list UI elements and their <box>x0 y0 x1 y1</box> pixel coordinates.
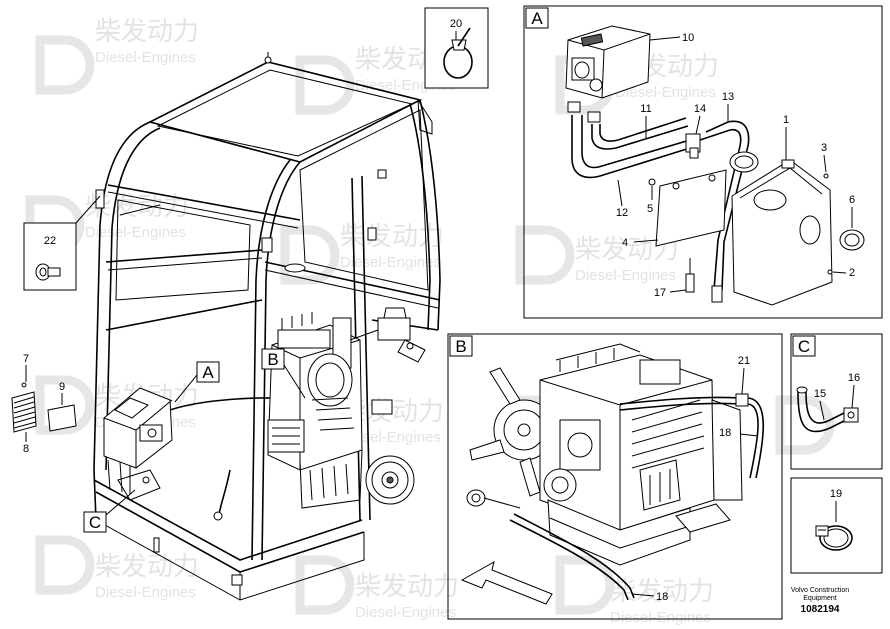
watermark-cn: 柴发动力 <box>355 571 459 601</box>
part-number: 6 <box>849 194 855 206</box>
watermark-en: Diesel-Engines <box>340 429 441 446</box>
part-number: 16 <box>848 372 860 384</box>
engine-detail-illustration <box>466 343 743 566</box>
part-number: 7 <box>23 353 29 365</box>
part-number: 3 <box>821 142 827 154</box>
watermark-logo-icon <box>25 35 835 615</box>
detail-B-letter: B <box>455 337 466 356</box>
watermark-cn: 柴发动力 <box>95 16 199 46</box>
part-number: 4 <box>622 237 628 249</box>
brand-line-2: Equipment <box>803 595 837 602</box>
document-number: 1082194 <box>800 604 840 615</box>
callout-B-letter: B <box>267 350 278 369</box>
watermark-en: Diesel-Engines <box>615 84 716 101</box>
part-19-inset: 19 <box>790 477 883 574</box>
part-number: 19 <box>830 488 842 500</box>
brand-line-1: Volvo Construction <box>790 587 850 594</box>
watermark-en: Diesel-Engines <box>340 254 441 271</box>
part-number: 1 <box>783 114 789 126</box>
part-number: 22 <box>44 235 56 247</box>
part-number: 18 <box>719 427 731 439</box>
detail-A-frame: A 10 11 12 14 13 <box>523 5 883 319</box>
detail-A-letter: A <box>531 9 543 28</box>
part-number: 10 <box>682 32 694 44</box>
callout-C: C <box>83 489 136 533</box>
part-number: 12 <box>616 207 628 219</box>
part-number: 17 <box>654 287 666 299</box>
part-number: 5 <box>647 203 653 215</box>
part-20-inset: 20 <box>424 7 489 89</box>
part-number: 9 <box>59 381 65 393</box>
watermark-en: Diesel-Engines <box>95 584 196 601</box>
detail-C-frame: C 15 16 <box>790 333 883 470</box>
detail-C-letter: C <box>798 337 810 356</box>
watermark-en: Diesel-Engines <box>355 604 456 621</box>
callout-A: A <box>174 361 220 403</box>
part-number: 8 <box>23 443 29 455</box>
watermark-cn: 柴发动力 <box>340 221 444 251</box>
part-number: 11 <box>640 103 651 115</box>
watermark-en: Diesel-Engines <box>610 609 711 626</box>
part-number: 20 <box>450 18 462 30</box>
parts-7-8-9: 7 8 9 <box>11 353 77 455</box>
part-number: 2 <box>849 267 855 279</box>
watermark-en: Diesel-Engines <box>95 49 196 66</box>
detail-B-frame: B <box>447 333 783 620</box>
engine-illustration <box>267 307 415 509</box>
part-number: 14 <box>694 103 706 115</box>
callout-A-letter: A <box>202 363 214 382</box>
watermark-cn: 柴发动力 <box>95 551 199 581</box>
callout-C-letter: C <box>89 513 101 532</box>
callout-B: B <box>261 348 306 399</box>
cab-frame-illustration <box>93 52 441 601</box>
part-number: 15 <box>814 388 826 400</box>
part-number: 18 <box>656 591 668 603</box>
watermark-en: Diesel-Engines <box>575 267 676 284</box>
watermark-en: Diesel-Engines <box>85 224 186 241</box>
watermark-cn: 柴发动力 <box>610 576 714 606</box>
part-number: 21 <box>738 355 750 367</box>
part-number: 13 <box>722 91 734 103</box>
part-22-inset: 22 <box>23 195 101 291</box>
